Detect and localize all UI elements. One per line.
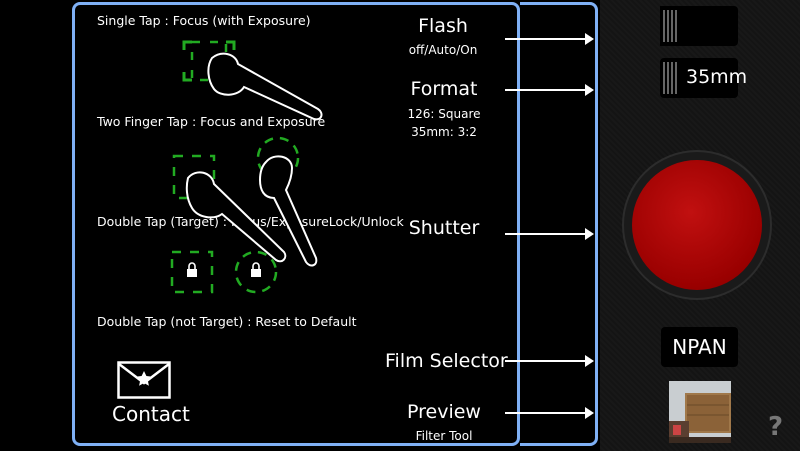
preview-arrow xyxy=(505,407,594,419)
shutter-arrow xyxy=(505,228,594,240)
format-callout-sub2: 35mm: 3:2 xyxy=(411,125,477,139)
overlay-frame-edge xyxy=(520,2,598,446)
preview-callout-title: Preview xyxy=(407,401,481,423)
preview-image xyxy=(669,381,731,443)
envelope-star-icon[interactable] xyxy=(117,361,171,399)
format-grip-icon xyxy=(663,62,677,94)
hint-double-tap-not-target: Double Tap (not Target) : Reset to Defau… xyxy=(97,314,357,329)
flash-arrow xyxy=(505,33,594,45)
gesture-illustrations xyxy=(170,40,323,294)
focus-target-square-icon-2 xyxy=(172,154,216,200)
exposure-target-circle-icon xyxy=(256,136,300,180)
two-finger-tap-icon xyxy=(185,155,318,267)
flash-callout-sub: off/Auto/On xyxy=(408,43,478,57)
flash-icon xyxy=(660,6,680,46)
hint-single-tap: Single Tap : Focus (with Exposure) xyxy=(97,13,311,28)
format-value: 35mm xyxy=(686,66,748,88)
preview-thumbnail[interactable] xyxy=(669,381,731,443)
film-selector[interactable]: NPAN xyxy=(661,327,738,367)
format-toggle[interactable]: 35mm xyxy=(660,58,747,98)
flash-callout-title: Flash xyxy=(418,15,468,37)
film-value: NPAN xyxy=(672,335,727,359)
preview-callout-sub: Filter Tool xyxy=(415,429,473,443)
hint-two-finger-tap: Two Finger Tap : Focus and Exposure xyxy=(97,114,326,129)
locked-circle-target-icon xyxy=(234,250,278,294)
help-button[interactable]: ? xyxy=(768,412,784,442)
shutter-button[interactable] xyxy=(622,150,772,300)
contact-label[interactable]: Contact xyxy=(112,402,190,426)
flash-toggle[interactable] xyxy=(660,6,738,46)
shutter-button-face xyxy=(632,160,762,290)
finger-tap-icon xyxy=(207,52,323,121)
focus-target-square-icon xyxy=(182,40,236,82)
left-strip xyxy=(0,0,72,451)
shutter-callout-title: Shutter xyxy=(408,217,480,239)
camera-control-panel: 35mm NPAN ? xyxy=(600,0,800,451)
film-selector-callout-title: Film Selector xyxy=(385,350,508,372)
format-callout-sub1: 126: Square xyxy=(407,107,481,121)
format-arrow xyxy=(505,84,594,96)
locked-square-target-icon xyxy=(170,250,214,294)
format-callout-title: Format xyxy=(410,78,478,100)
film-selector-arrow xyxy=(505,355,594,367)
